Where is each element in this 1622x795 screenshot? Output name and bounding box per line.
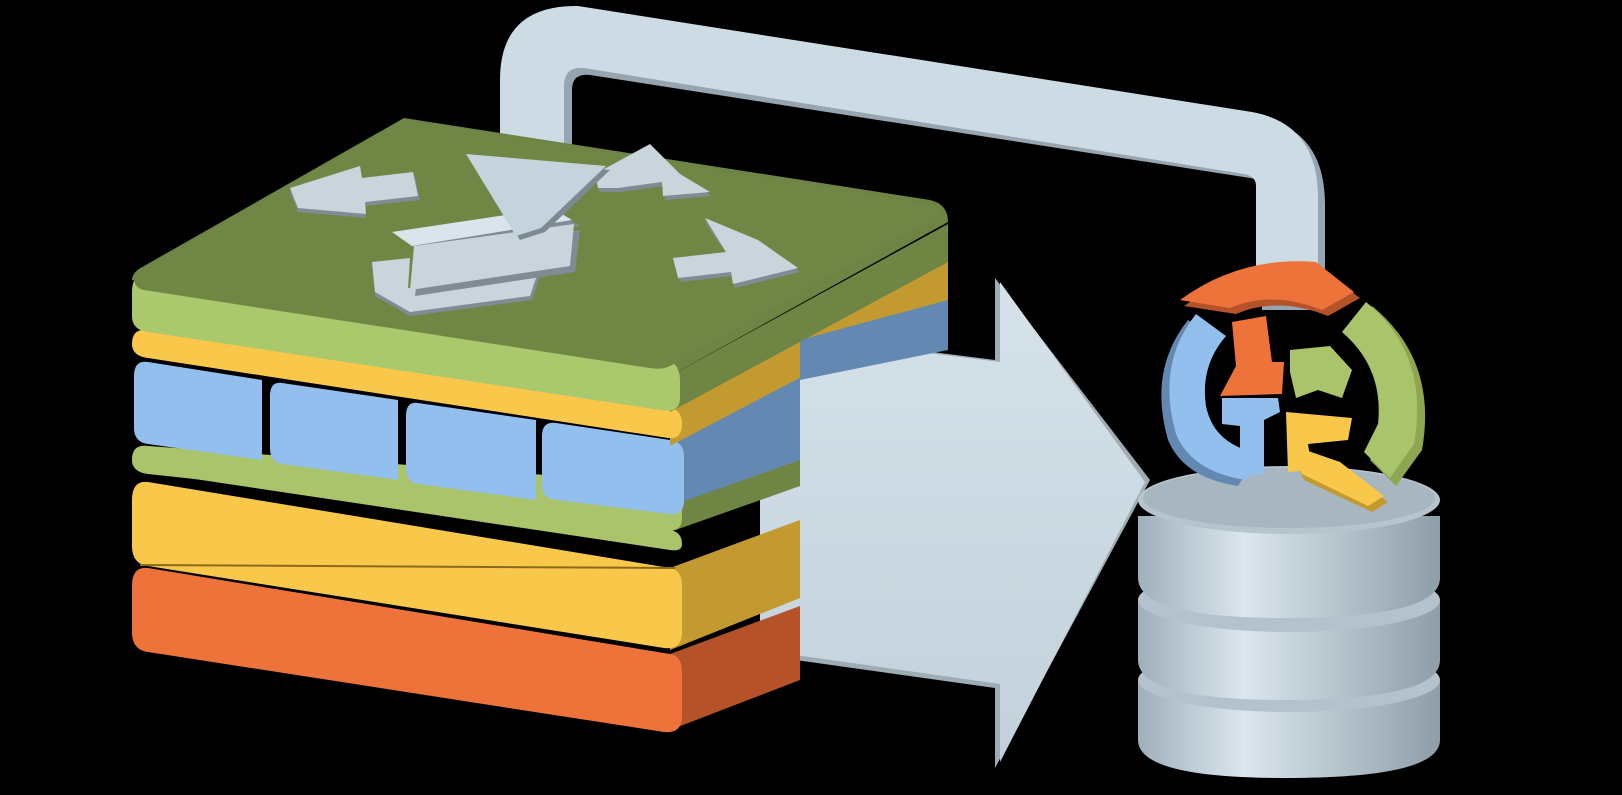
layer-blue — [134, 361, 800, 515]
blue-block-1 — [134, 361, 262, 460]
layer-yellow-upper — [132, 256, 948, 446]
loop-arrow — [500, 5, 1325, 310]
database-disk-top — [1138, 466, 1440, 618]
blue-block-3 — [406, 402, 536, 500]
four-way-arrows-icon — [290, 144, 800, 316]
blue-block-4 — [542, 422, 684, 515]
big-right-arrow — [760, 278, 1150, 768]
layer-orange — [132, 567, 800, 733]
database-cylinder — [1138, 466, 1440, 778]
blue-block-2 — [270, 382, 398, 480]
layer-stack — [132, 118, 948, 733]
refresh-cycle-icon — [1161, 261, 1426, 512]
layer-yellow-lower — [132, 481, 800, 650]
